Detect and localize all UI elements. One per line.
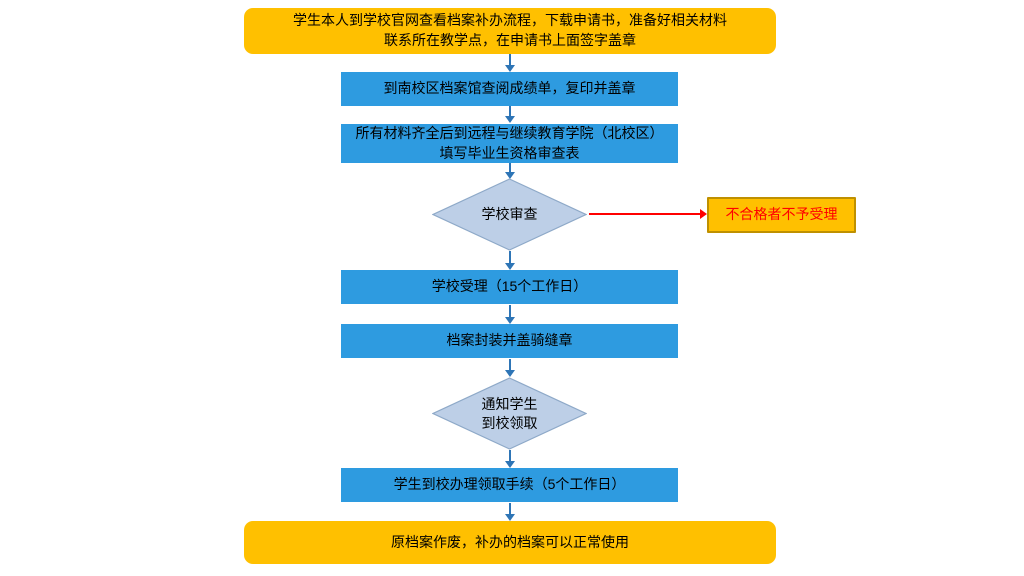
node-pickup-label: 学生到校办理领取手续（5个工作日） (393, 476, 626, 493)
node-decision-notify-line1: 通知学生 (481, 395, 538, 412)
node-materials-line2: 填写毕业生资格审查表 (439, 144, 580, 161)
node-decision-notify-label: 通知学生 到校领取 (432, 377, 587, 450)
node-reject-note-label: 不合格者不予受理 (725, 206, 838, 223)
node-archive-lookup-label: 到南校区档案馆查阅成绩单，复印并盖章 (383, 80, 636, 97)
node-end: 原档案作废，补办的档案可以正常使用 (244, 521, 776, 564)
arrow-down-3 (505, 163, 515, 179)
node-materials: 所有材料齐全后到远程与继续教育学院（北校区） 填写毕业生资格审查表 (341, 124, 678, 163)
arrow-down-2 (505, 106, 515, 123)
node-decision-notify: 通知学生 到校领取 (432, 377, 587, 450)
arrow-down-7 (505, 450, 515, 468)
node-decision-review-label: 学校审查 (481, 206, 538, 223)
node-reject-note: 不合格者不予受理 (707, 197, 856, 233)
node-materials-line1: 所有材料齐全后到远程与继续教育学院（北校区） (355, 124, 664, 141)
arrow-down-8 (505, 503, 515, 521)
node-start-line1: 学生本人到学校官网查看档案补办流程，下载申请书，准备好相关材料 (293, 12, 727, 29)
node-end-label: 原档案作废，补办的档案可以正常使用 (391, 533, 629, 550)
node-pickup: 学生到校办理领取手续（5个工作日） (341, 468, 678, 502)
arrow-down-5 (505, 305, 515, 324)
node-sealing-label: 档案封装并盖骑缝章 (446, 332, 573, 349)
node-decision-review: 学校审查 (432, 178, 587, 251)
node-archive-lookup: 到南校区档案馆查阅成绩单，复印并盖章 (341, 72, 678, 106)
node-decision-notify-line2: 到校领取 (481, 414, 538, 431)
node-acceptance: 学校受理（15个工作日） (341, 270, 678, 304)
diamond-shape (432, 178, 587, 251)
node-acceptance-label: 学校受理（15个工作日） (431, 278, 588, 295)
diamond-shape (432, 377, 587, 450)
node-sealing: 档案封装并盖骑缝章 (341, 324, 678, 358)
arrow-down-6 (505, 359, 515, 377)
node-start-line2: 联系所在教学点，在申请书上面签字盖章 (384, 32, 636, 48)
arrow-down-1 (505, 54, 515, 72)
arrow-reject (589, 209, 707, 219)
node-start: 学生本人到学校官网查看档案补办流程，下载申请书，准备好相关材料 联系所在教学点，… (244, 8, 776, 54)
arrow-down-4 (505, 251, 515, 270)
